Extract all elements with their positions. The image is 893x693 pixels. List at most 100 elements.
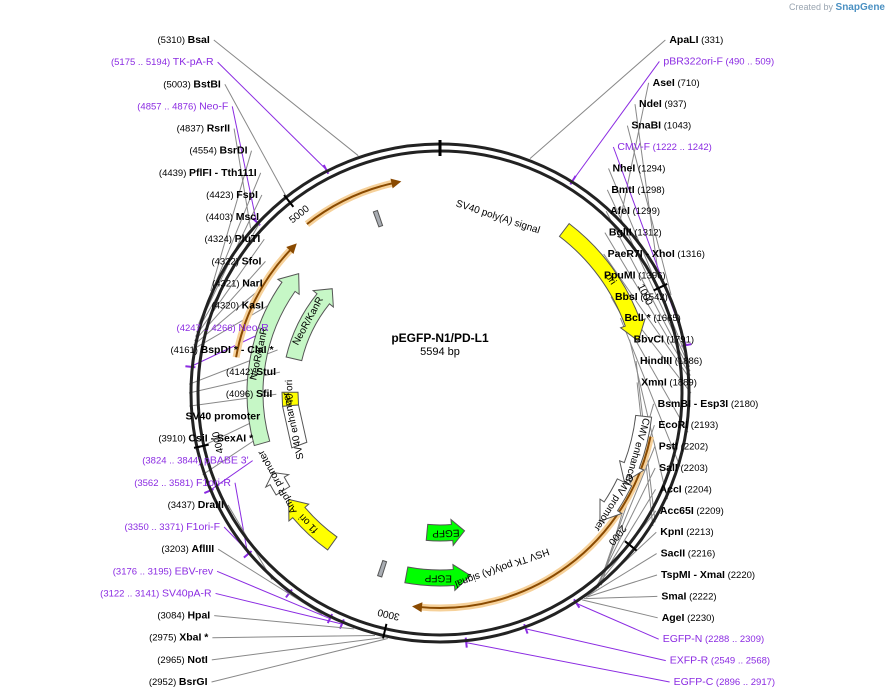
leader-line [211, 638, 388, 683]
feature-label-egfp: EGFP [424, 572, 452, 583]
site-position: (3350 .. 3371) [124, 522, 186, 533]
site-name: DraIII [198, 499, 224, 511]
site-position: (4322) [211, 256, 241, 267]
site-name: EGFP-N [663, 633, 703, 645]
site-label-bsmbi: BsmBI - Esp3I (2180) [658, 398, 759, 410]
site-name: XbaI * [179, 632, 209, 644]
snapgene-logo: SnapGene [835, 2, 885, 13]
site-label-apali: ApaLI (331) [669, 34, 723, 46]
ring-tick [382, 623, 388, 639]
site-name: BbsI [615, 291, 638, 303]
site-label-acc65i: Acc65I (2209) [660, 505, 724, 517]
leader-line [216, 570, 331, 620]
site-name: BsmBI - Esp3I [658, 398, 729, 410]
site-name: BspDI * - ClaI * [201, 344, 275, 356]
site-label-smai: SmaI (2222) [661, 590, 716, 602]
site-label-kpni: KpnI (2213) [660, 526, 713, 538]
site-position: (1542) [638, 291, 668, 302]
site-label-psti: PstI (2202) [659, 440, 708, 452]
site-position: (2204) [682, 484, 712, 495]
ring-tick [624, 540, 638, 552]
leader-line [210, 150, 253, 292]
leader-line [604, 232, 691, 376]
site-name: MscI [236, 211, 259, 223]
site-name: PstI [659, 440, 678, 452]
site-name: BstBI [193, 78, 221, 90]
site-name: StuI [256, 366, 276, 378]
site-name: Neo-F [199, 100, 228, 112]
site-name: PaeR7I - XhoI [608, 248, 675, 260]
site-name: AseI [653, 77, 675, 89]
site-name: NdeI [639, 98, 662, 110]
site-position: (5175 .. 5194) [111, 57, 173, 68]
site-label-bglii: BglII (1312) [609, 226, 662, 238]
leader-line [587, 553, 657, 597]
site-position: (3203) [161, 544, 191, 555]
feature-sv40-enhancer [281, 404, 308, 449]
leader-line [583, 595, 658, 600]
feature-ori [558, 222, 646, 342]
site-position: (1889) [667, 377, 697, 388]
site-label-nhei: NheI (1294) [613, 162, 666, 174]
feature-hsv-tk-polya [372, 209, 384, 228]
site-label-sacii: SacII (2216) [661, 547, 716, 559]
feature-neor-outer [246, 272, 300, 447]
feature-highlight-arc [304, 179, 395, 227]
feature-highlight-arc-line [235, 248, 292, 358]
leader-line [576, 603, 659, 640]
site-label-pluti: (4324) PluTI [204, 233, 260, 245]
leader-line [214, 615, 355, 630]
site-label-tk-pa-r: (5175 .. 5194) TK-pA-R [111, 56, 214, 68]
site-label-xbai: (2975) XbaI * [149, 632, 209, 644]
feature-neor-inner [285, 288, 334, 362]
site-label-exfp-r: EXFP-R (2549 .. 2568) [670, 654, 770, 666]
site-name: AccI [660, 483, 682, 495]
leader-line [592, 489, 656, 593]
site-label-hpai: (3084) HpaI [157, 609, 210, 621]
ring-tick-label: 3000 [376, 606, 401, 622]
site-position: (937) [662, 99, 687, 110]
site-name: EcoRI [658, 419, 688, 431]
site-label-egfp-n: EGFP-N (2288 .. 2309) [663, 633, 764, 645]
site-position: (1312) [632, 227, 662, 238]
site-position: (4161) [171, 344, 201, 355]
site-name: NarI [242, 277, 263, 289]
site-label-sv40pa-r: (3122 .. 3141) SV40pA-R [100, 587, 212, 599]
plasmid-name: pEGFP-N1/PD-L1 [391, 331, 489, 345]
site-position: (2230) [684, 612, 714, 623]
feature-highlight-arrowhead [390, 178, 402, 189]
site-label-neo-f: (4857 .. 4876) Neo-F [137, 100, 228, 112]
site-name: PluTI [235, 233, 261, 245]
site-name: AfeI [610, 205, 630, 217]
site-name: F1ori-R [196, 477, 231, 489]
site-label-ecori: EcoRI (2193) [658, 419, 718, 431]
site-label-pbr322ori-f: pBR322ori-F (490 .. 509) [663, 55, 774, 67]
feature-label-sv40-polya: SV40 poly(A) signal [454, 198, 541, 236]
site-position: (1396) [636, 270, 666, 281]
site-name: ApaLI [669, 34, 698, 46]
feature-egfp [404, 563, 472, 592]
site-position: (2952) [149, 677, 179, 688]
site-position: (2975) [149, 632, 179, 643]
site-name: SfoI [242, 255, 262, 267]
site-name: pBR322ori-F [663, 55, 723, 67]
site-position: (3084) [157, 610, 187, 621]
site-position: (1316) [675, 249, 705, 260]
site-label-bspdi: (4161) BspDI * - ClaI * [171, 344, 275, 356]
site-label-bstbi: (5003) BstBI [163, 78, 221, 90]
ring-tick [653, 283, 668, 292]
site-label-sali: SalI (2203) [659, 462, 708, 474]
site-position: (4403) [206, 212, 236, 223]
site-label-snabi: SnaBI (1043) [631, 119, 691, 131]
site-name: EXFP-R [670, 654, 709, 666]
site-name: NotI [187, 654, 207, 666]
site-name: F1ori-F [186, 521, 220, 533]
site-name: BglII [609, 226, 632, 238]
site-position: (4837) [177, 123, 207, 134]
site-label-egfp-c: EGFP-C (2896 .. 2917) [674, 676, 775, 688]
feature-label-ampr-promoter: AmpR promoter [256, 448, 300, 516]
feature-ampr-promoter [264, 471, 291, 496]
site-label-tspmi: TspMI - XmaI (2220) [661, 569, 755, 581]
site-position: (2203) [678, 463, 708, 474]
site-position: (4324) [204, 234, 234, 245]
